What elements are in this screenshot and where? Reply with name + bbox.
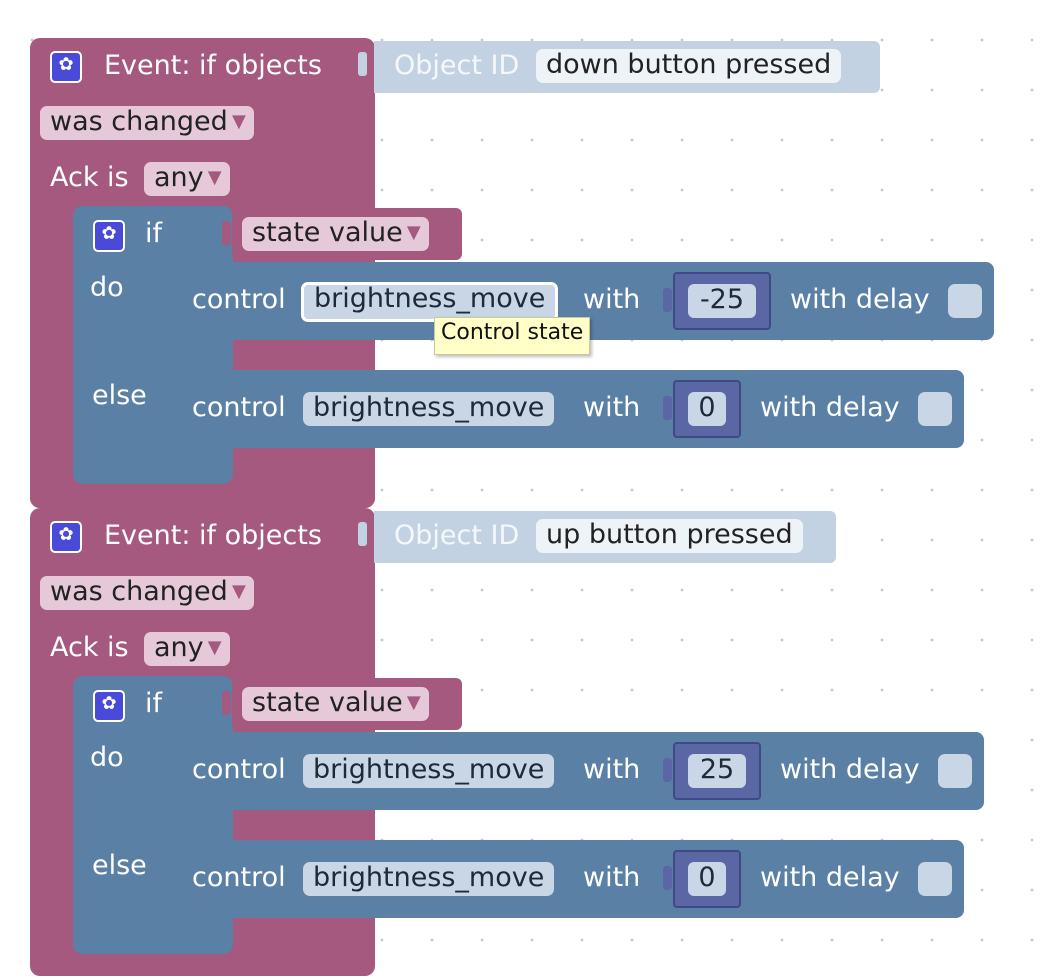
object-id-label: Object ID xyxy=(394,520,520,551)
ack-value: any xyxy=(154,162,204,193)
trigger-value: was changed xyxy=(50,106,228,137)
value-connector xyxy=(663,288,672,312)
delay-checkbox[interactable] xyxy=(918,392,952,426)
with-label: with xyxy=(583,392,641,423)
delay-checkbox[interactable] xyxy=(938,754,972,788)
with-label: with xyxy=(583,284,641,315)
with-label: with xyxy=(583,754,641,785)
event-label: Event: if objects xyxy=(104,50,322,81)
gear-icon[interactable]: ✿ xyxy=(50,51,82,83)
dropdown-arrow-icon: ▼ xyxy=(406,692,421,713)
condition-dropdown[interactable]: state value▼ xyxy=(242,217,429,251)
event-label: Event: if objects xyxy=(104,520,322,551)
delay-checkbox[interactable] xyxy=(948,284,982,318)
gear-icon[interactable]: ✿ xyxy=(93,220,125,252)
condition-connector xyxy=(222,691,231,715)
condition-value: state value xyxy=(252,217,403,248)
gear-icon[interactable]: ✿ xyxy=(50,521,82,553)
value-connector xyxy=(663,396,672,420)
with-label: with xyxy=(583,862,641,893)
value-connector xyxy=(663,866,672,890)
ack-dropdown[interactable]: any▼ xyxy=(144,162,230,196)
tooltip: Control state xyxy=(434,317,591,355)
trigger-value: was changed xyxy=(50,576,228,607)
control-state-field[interactable]: brightness_move xyxy=(303,754,555,788)
control-keyword: control xyxy=(192,392,286,423)
do-label: do xyxy=(90,272,124,303)
ack-label: Ack is xyxy=(50,632,129,663)
value-field[interactable]: 0 xyxy=(688,862,726,896)
else-label: else xyxy=(92,850,147,881)
control-state-field[interactable]: brightness_move xyxy=(303,862,555,896)
control-state-field[interactable]: brightness_move xyxy=(301,282,559,322)
dropdown-arrow-icon: ▼ xyxy=(207,637,222,658)
event-block-bottom xyxy=(30,486,375,508)
with-delay-label: with delay xyxy=(760,862,900,893)
dropdown-arrow-icon: ▼ xyxy=(231,111,246,132)
condition-dropdown[interactable]: state value▼ xyxy=(242,687,429,721)
ack-label: Ack is xyxy=(50,162,129,193)
delay-checkbox[interactable] xyxy=(918,862,952,896)
gear-icon[interactable]: ✿ xyxy=(93,690,125,722)
value-field[interactable]: -25 xyxy=(688,284,756,318)
object-id-label: Object ID xyxy=(394,50,520,81)
trigger-dropdown[interactable]: was changed▼ xyxy=(40,576,254,610)
with-delay-label: with delay xyxy=(780,754,920,785)
dropdown-arrow-icon: ▼ xyxy=(231,581,246,602)
control-keyword: control xyxy=(192,754,286,785)
value-field[interactable]: 25 xyxy=(688,754,746,788)
object-id-field[interactable]: down button pressed xyxy=(536,49,842,83)
if-label: if xyxy=(145,218,163,249)
dropdown-arrow-icon: ▼ xyxy=(406,222,421,243)
value-connector xyxy=(663,758,672,782)
control-state-field[interactable]: brightness_move xyxy=(303,392,555,426)
with-delay-label: with delay xyxy=(790,284,930,315)
control-keyword: control xyxy=(192,284,286,315)
if-label: if xyxy=(145,688,163,719)
trigger-dropdown[interactable]: was changed▼ xyxy=(40,106,254,140)
dropdown-arrow-icon: ▼ xyxy=(207,167,222,188)
object-connector xyxy=(358,52,367,76)
condition-connector xyxy=(222,221,231,245)
ack-dropdown[interactable]: any▼ xyxy=(144,632,230,666)
value-field[interactable]: 0 xyxy=(688,392,726,426)
ack-value: any xyxy=(154,632,204,663)
object-id-field[interactable]: up button pressed xyxy=(536,519,803,553)
do-label: do xyxy=(90,742,124,773)
control-keyword: control xyxy=(192,862,286,893)
object-connector xyxy=(358,522,367,546)
else-label: else xyxy=(92,380,147,411)
with-delay-label: with delay xyxy=(760,392,900,423)
condition-value: state value xyxy=(252,687,403,718)
